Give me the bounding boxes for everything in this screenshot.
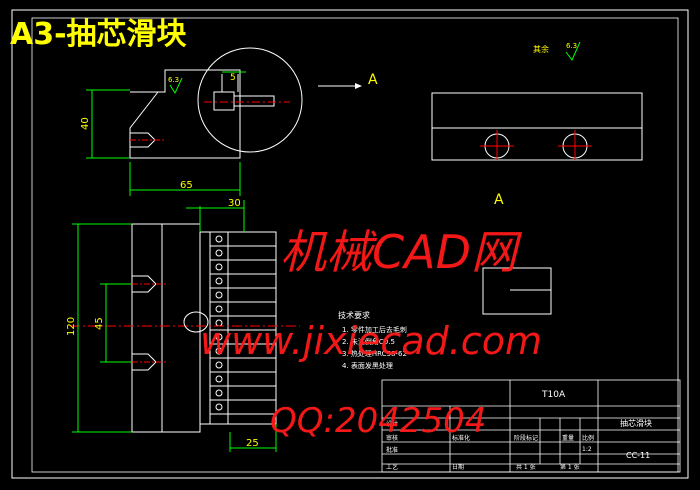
drawing-title: A3-抽芯滑块 [10, 17, 187, 52]
dim-40: 40 [80, 117, 91, 130]
title-block-scale-value: 1:2 [582, 446, 592, 453]
title-block-row-review: 审核 [386, 434, 398, 442]
view-label-a-section: A [494, 192, 504, 208]
dim-25: 25 [246, 438, 259, 449]
tech-note-1: 1. 零件加工后去毛刺 [342, 325, 407, 334]
title-block-sheet-no: 第 1 张 [560, 463, 580, 471]
watermark-url: www.jixiecad.com [200, 319, 542, 363]
title-block-scale-label: 比例 [582, 434, 594, 442]
side-view: 其余 6.3 A [431, 41, 643, 315]
watermark-qq: QQ:2042504 [270, 401, 486, 441]
fins [209, 232, 276, 424]
view-label-a: A [368, 72, 378, 88]
title-block-row-process: 工艺 [386, 463, 398, 471]
title-block [381, 379, 681, 473]
dim-45: 45 [94, 317, 105, 330]
tech-note-2: 2. 未注倒角C0.5 [342, 337, 395, 346]
drawing-frame [11, 9, 689, 479]
watermark-brand: 机械CAD网 [280, 225, 523, 279]
tech-note-4: 4. 表面发黑处理 [342, 361, 393, 370]
tech-note-3: 3. 热处理HRC58-62 [342, 349, 407, 358]
watermark: 机械CAD网 www.jixiecad.com QQ:2042504 [200, 225, 542, 441]
top-view: 120 45 30 25 [66, 198, 300, 452]
roughness-top-right: 6.3 [566, 42, 577, 50]
drawing-inner-frame [31, 17, 679, 473]
roughness-top-left: 6.3 [168, 76, 179, 84]
title-block-date-label: 日期 [452, 463, 464, 471]
dim-5: 5 [230, 73, 236, 83]
title-block-part-name: 抽芯滑块 [620, 418, 652, 428]
tech-note-title: 技术要求 [338, 310, 370, 320]
dim-65: 65 [180, 180, 193, 191]
title-block-row-std: 标准化 [452, 434, 470, 442]
title-block-row-approve: 批准 [386, 446, 398, 454]
title-block-weight-label: 重量 [562, 434, 574, 442]
detail-circle [197, 47, 303, 153]
dim-120: 120 [66, 317, 77, 336]
roughness-other-label: 其余 [533, 44, 549, 54]
tech-notes: 技术要求 1. 零件加工后去毛刺 2. 未注倒角C0.5 3. 热处理HRC58… [338, 310, 407, 370]
dim-30: 30 [228, 198, 241, 209]
title-block-stage-label: 阶段标记 [514, 434, 538, 442]
title-block-material: T10A [541, 390, 566, 400]
front-view: 40 65 5 6.3 A [80, 47, 378, 196]
title-block-row-design: 设计 [386, 420, 398, 428]
title-block-sheet-total: 共 1 张 [516, 463, 536, 471]
title-block-drawing-no: CC-11 [626, 451, 650, 460]
